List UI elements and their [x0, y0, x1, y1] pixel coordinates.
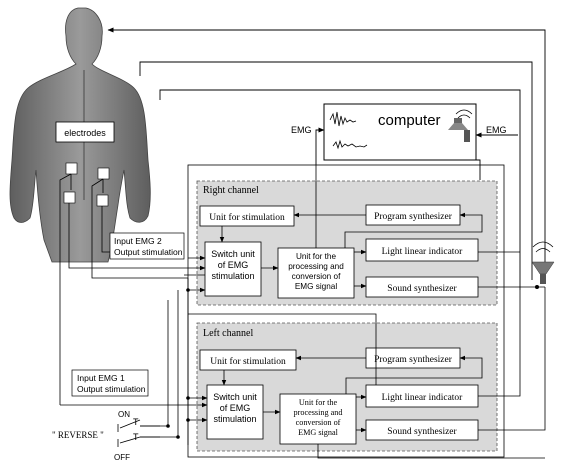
electrodes-label-box: [55, 121, 115, 143]
electrodes-label: electrodes: [64, 128, 106, 138]
switch-t1-label: T: [133, 417, 139, 427]
computer-box: [323, 103, 477, 161]
input-emg2-label: Input EMG 2: [114, 236, 162, 246]
input-emg1-label: Input EMG 1: [77, 373, 125, 383]
electrode-pad: [63, 191, 76, 204]
left-light-indicator-label: Light linear indicator: [382, 393, 464, 403]
right-processing-label-4: EMG signal: [295, 282, 337, 291]
left-program-synth-label: Program synthesizer: [374, 355, 453, 365]
right-switch-label-2: of EMG: [218, 260, 249, 270]
left-switch-label-3: stimulation: [213, 414, 256, 424]
emg-waveform-top: [329, 111, 357, 127]
right-light-indicator-label: Light linear indicator: [382, 247, 464, 257]
left-processing-label-2: processing and: [294, 408, 343, 417]
right-unit-stimulation-label: Unit for stimulation: [209, 212, 285, 223]
speaker-icon-computer: [448, 109, 473, 142]
left-processing-unit-box: [279, 393, 357, 445]
junction-dots: [166, 288, 190, 439]
left-processing-label-1: Unit for the: [299, 398, 338, 407]
right-processing-label-3: conversion of: [292, 272, 341, 281]
right-sound-synth-label: Sound synthesizer: [387, 284, 457, 294]
switch-on-label: ON: [118, 410, 130, 419]
emg-label-left: EMG: [291, 125, 312, 135]
emg-label-right: EMG: [486, 125, 507, 135]
reverse-label: " REVERSE ": [52, 430, 104, 440]
right-switch-label-1: Switch unit: [211, 249, 255, 259]
right-switch-unit-box: [204, 241, 262, 297]
right-processing-label-1: Unit for the: [296, 252, 336, 261]
output-stim1-label: Output stimulation: [77, 384, 146, 394]
switch-off-label: OFF: [114, 453, 130, 462]
right-program-synth-label: Program synthesizer: [374, 212, 453, 222]
right-switch-label-3: stimulation: [211, 271, 254, 281]
computer-title: computer: [378, 112, 441, 129]
left-processing-label-3: conversion of: [296, 418, 341, 427]
input-emg2-box: [109, 232, 185, 260]
left-sound-synth-label: Sound synthesizer: [387, 427, 457, 437]
input-emg1-box: [71, 369, 149, 397]
toggle-switch-bottom[interactable]: [117, 436, 141, 447]
right-processing-label-2: processing and: [288, 262, 344, 271]
output-stim2-label: Output stimulation: [114, 247, 183, 257]
emg-waveform-bottom: [332, 139, 368, 150]
left-channel-title: Left channel: [203, 328, 253, 339]
electrode-pad: [65, 162, 78, 175]
electrode-pad: [97, 167, 110, 180]
switch-t2-label: T: [133, 432, 139, 442]
electrode-pad: [96, 194, 109, 207]
right-channel-title: Right channel: [203, 185, 259, 196]
toggle-switch-top[interactable]: [117, 419, 141, 432]
left-unit-stimulation-label: Unit for stimulation: [210, 356, 286, 367]
left-processing-label-4: EMG signal: [298, 428, 339, 437]
left-switch-label-1: Switch unit: [213, 392, 257, 402]
speaker-icon-right: [531, 241, 555, 289]
left-switch-label-2: of EMG: [220, 403, 251, 413]
